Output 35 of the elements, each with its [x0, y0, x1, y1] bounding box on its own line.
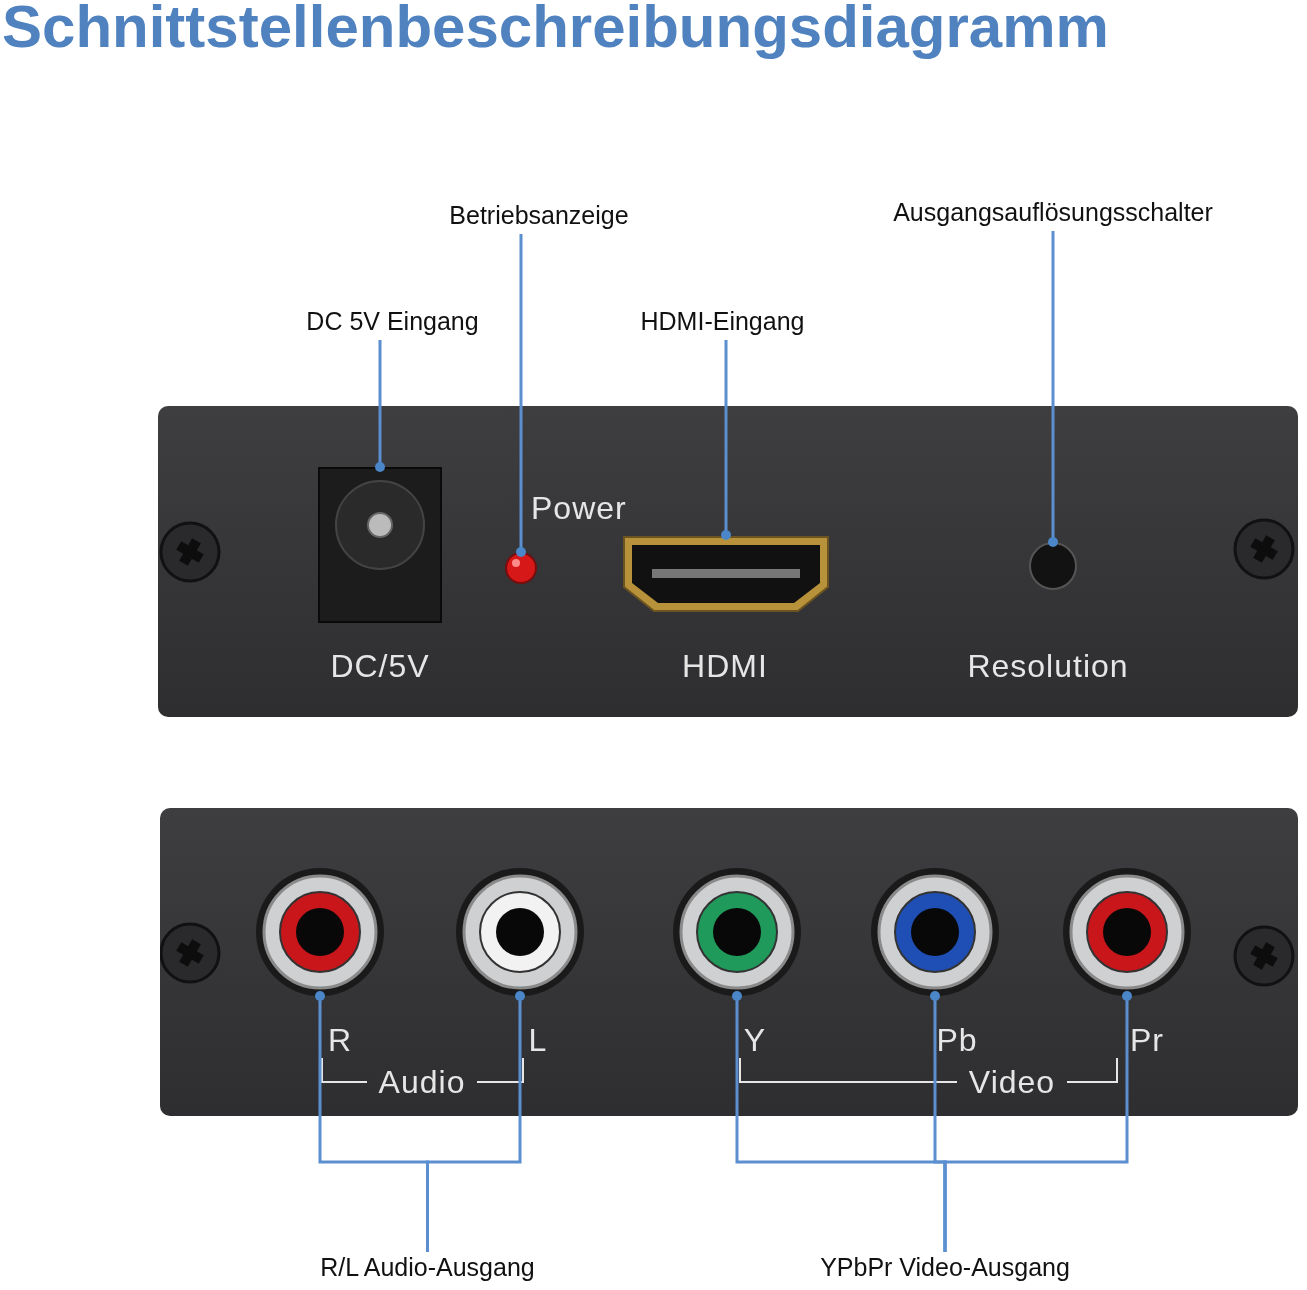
- rca-jack-drawing: [455, 868, 585, 996]
- callout-label: Betriebsanzeige: [425, 200, 653, 234]
- port-label: Y: [743, 1022, 767, 1058]
- dc-jack-drawing: [318, 467, 442, 623]
- device-panel: [158, 406, 1298, 717]
- leader-line: [375, 340, 385, 472]
- group-label: Audio: [378, 1064, 466, 1100]
- callout-label: Ausgangsauflösungsschalter: [870, 197, 1236, 231]
- leader-line: [943, 991, 1132, 1252]
- callout-label: R/L Audio-Ausgang: [290, 1252, 565, 1286]
- rca-jack-drawing: [255, 868, 385, 996]
- led-indicator: [505, 552, 537, 584]
- leader-line: [426, 991, 525, 1252]
- port-label: Power: [531, 490, 627, 526]
- device-panel: [160, 808, 1298, 1116]
- resolution-button: [1029, 542, 1077, 590]
- hdmi-port-drawing: [622, 535, 830, 613]
- rca-jack-drawing: [870, 868, 1000, 996]
- callout-label: YPbPr Video-Ausgang: [795, 1252, 1095, 1286]
- port-label: Pb: [936, 1022, 978, 1058]
- rca-jack-drawing: [1062, 868, 1192, 996]
- leader-line: [516, 234, 526, 557]
- callout-label: DC 5V Eingang: [290, 306, 495, 340]
- port-label: Pr: [1130, 1022, 1164, 1058]
- port-label: Resolution: [967, 648, 1129, 684]
- port-label: L: [528, 1022, 548, 1058]
- leader-line: [721, 340, 731, 540]
- port-label: R: [327, 1022, 353, 1058]
- port-label: DC/5V: [330, 648, 430, 684]
- diagram-title: Schnittstellenbeschreibungsdiagramm: [2, 0, 1109, 61]
- rca-jack-drawing: [672, 868, 802, 996]
- leader-line: [1048, 231, 1058, 547]
- group-label: Video: [968, 1064, 1056, 1100]
- callout-label: HDMI-Eingang: [620, 306, 825, 340]
- port-label: HDMI: [682, 648, 768, 684]
